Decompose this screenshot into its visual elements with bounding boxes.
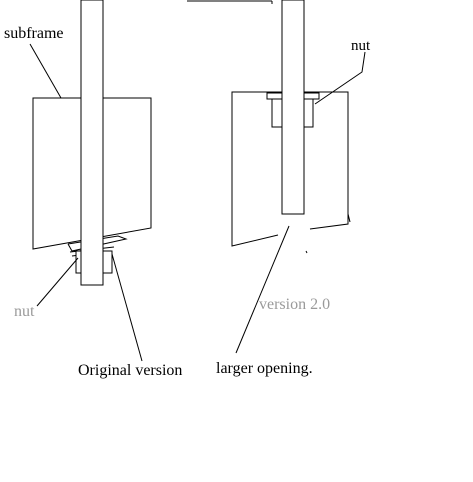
left-nut-leader-line: [36, 257, 79, 307]
label-nut-right: nut: [351, 38, 371, 54]
label-nut-left: nut: [14, 303, 35, 320]
label-version-2: version 2.0: [259, 296, 330, 313]
right-nut-leader-line: [314, 51, 366, 105]
label-subframe: subframe: [4, 25, 64, 42]
larger-opening-leader-line: [235, 225, 290, 354]
right-subframe-outline-right: [303, 91, 349, 230]
version-2-group: [187, 0, 366, 354]
label-larger-opening: larger opening.: [216, 360, 313, 377]
original-version-leader-line: [111, 253, 143, 362]
original-version-group: [29, 0, 152, 362]
left-bolt: [80, 0, 104, 286]
right-small-tick: [305, 250, 308, 254]
right-bolt: [281, 0, 305, 215]
right-subframe-lip: [347, 213, 351, 223]
subframe-leader-line: [29, 43, 62, 99]
right-subframe-outline: [231, 91, 284, 247]
label-original-version: Original version: [78, 362, 182, 379]
